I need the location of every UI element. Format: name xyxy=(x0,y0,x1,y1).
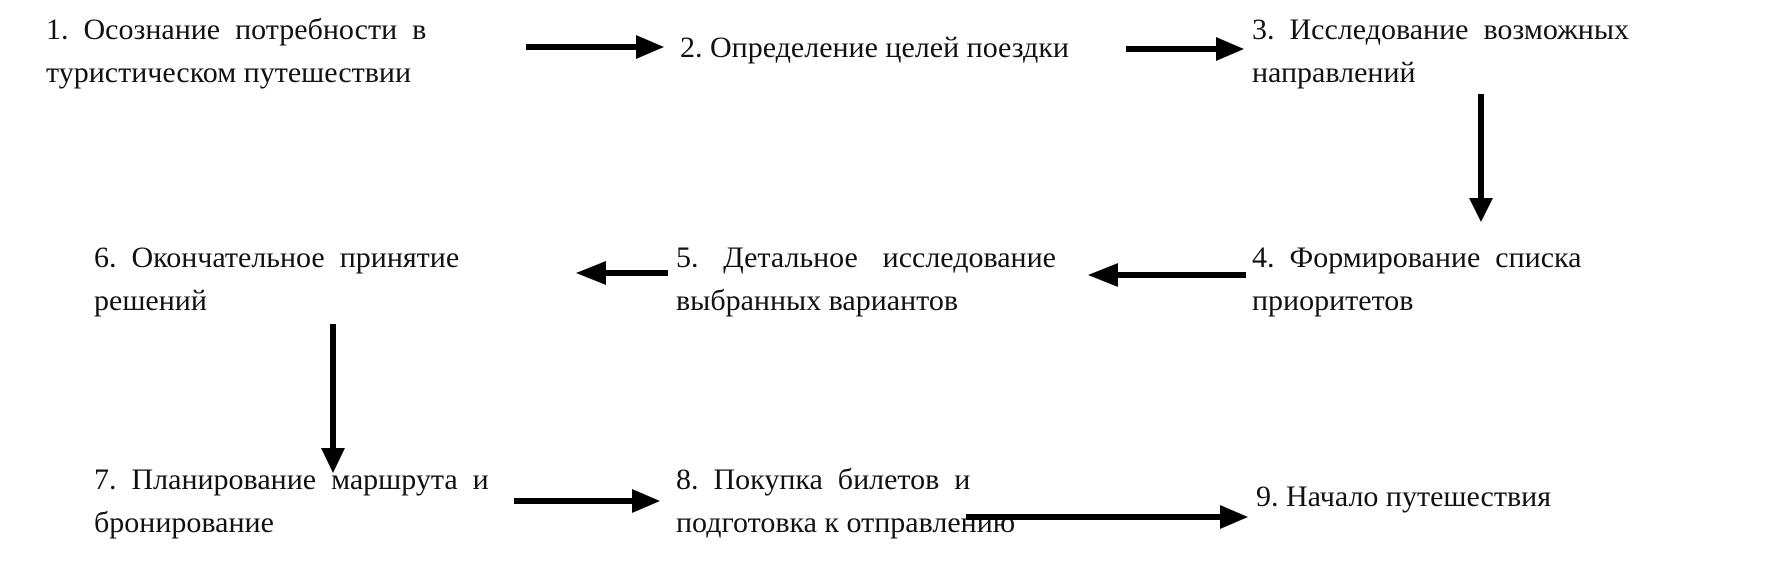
flow-node-2[interactable]: 2. Определение целей поездки xyxy=(680,31,1069,64)
flow-node-1[interactable]: 1. Осознание потребности в туристическом… xyxy=(46,13,434,89)
arrow-node1-to-node2 xyxy=(526,35,664,59)
arrow-node6-to-node7 xyxy=(321,324,345,473)
flow-node-9[interactable]: 9. Начало путешествия xyxy=(1256,480,1552,513)
flow-node-5[interactable]: 5. Детальное исследование выбранных вари… xyxy=(676,241,1064,317)
flow-node-6[interactable]: 6. Окончательное принятие решений xyxy=(94,241,467,317)
flow-node-8[interactable]: 8. Покупка билетов и подготовка к отправ… xyxy=(676,463,1016,539)
flow-node-4[interactable]: 4. Формирование списка приоритетов xyxy=(1252,241,1589,317)
arrow-node2-to-node3 xyxy=(1126,37,1244,61)
arrow-node3-to-node4 xyxy=(1469,94,1493,222)
flow-node-7[interactable]: 7. Планирование маршрута и бронирование xyxy=(94,463,497,539)
flow-node-3[interactable]: 3. Исследование возможных направлений xyxy=(1252,13,1637,89)
arrow-node7-to-node8 xyxy=(514,489,660,513)
arrow-node5-to-node6 xyxy=(576,261,668,285)
arrow-node4-to-node5 xyxy=(1088,263,1246,287)
